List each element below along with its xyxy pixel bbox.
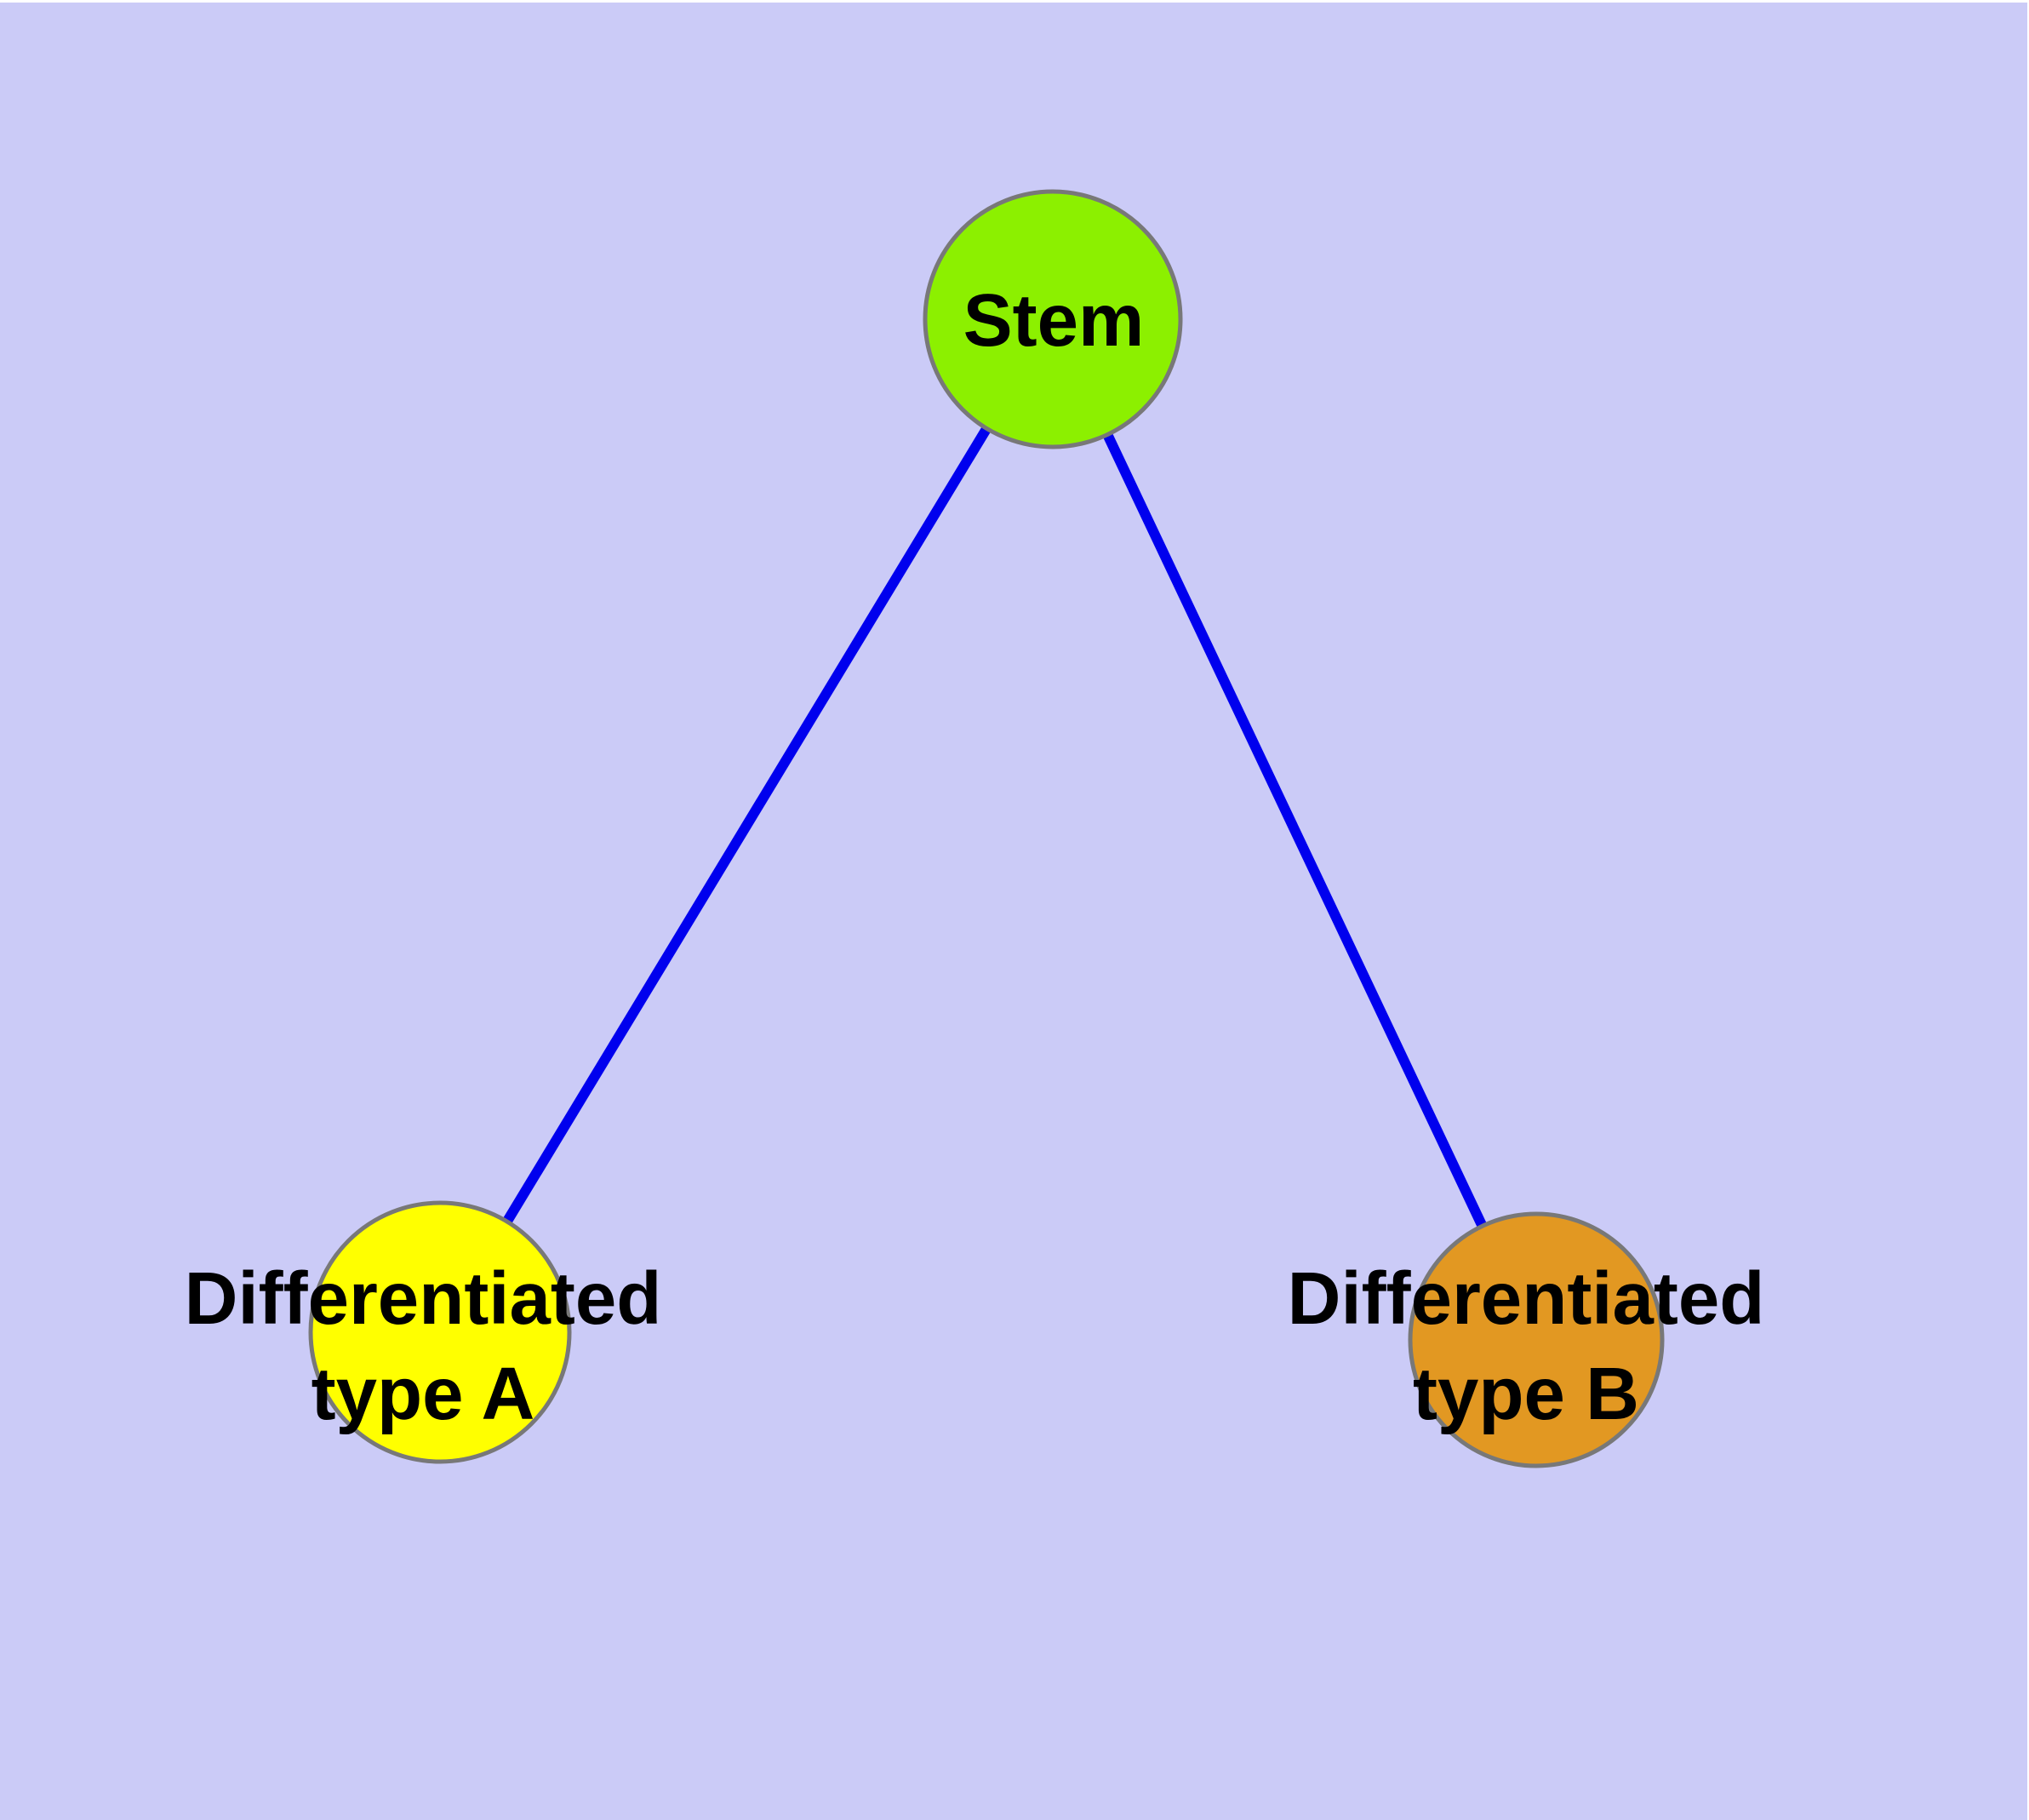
node-typeA-circle xyxy=(308,1200,572,1464)
node-typeB-circle xyxy=(1408,1211,1665,1468)
edge-stem-to-typeB xyxy=(1048,317,1541,1342)
node-stem-circle xyxy=(923,189,1183,449)
edge-stem-to-typeA xyxy=(435,316,1058,1336)
